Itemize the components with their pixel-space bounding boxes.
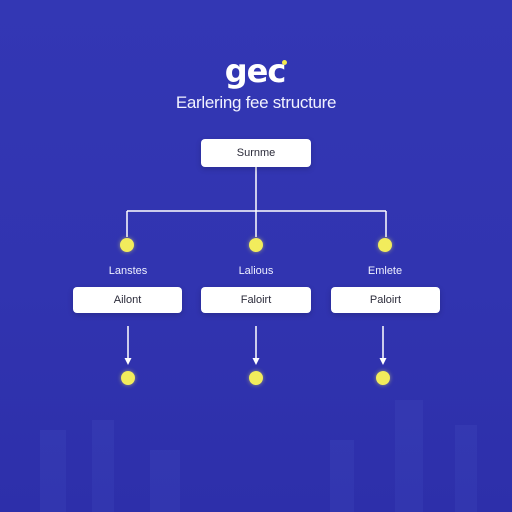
leaf-node-dot-3[interactable] [376,371,390,385]
skyline-block [330,440,354,512]
leaf-node-dot-1[interactable] [121,371,135,385]
root-node-label: Surnme [236,147,276,159]
arrow-head-icon [379,358,387,365]
arrow-head-icon [252,358,260,365]
skyline-block [40,430,66,512]
branch-box-label-2: Faloirt [240,294,272,306]
root-node-box[interactable]: Surnme [201,139,311,167]
branch-node-dot-1[interactable] [120,238,134,252]
skyline-block [395,400,423,512]
branch-box-1[interactable]: Ailont [73,287,182,313]
branch-box-3[interactable]: Paloirt [331,287,440,313]
background-skyline [0,400,512,512]
branch-box-2[interactable]: Faloirt [201,287,311,313]
logo-text: gec [224,52,287,90]
branch-label-1: Lanstes [108,265,148,277]
branch-label-3: Emlete [367,265,403,277]
skyline-block [455,425,477,512]
arrow-head-icon [124,358,132,365]
logo-dot-icon [282,60,288,65]
skyline-block [92,420,114,512]
branch-node-dot-2[interactable] [249,238,263,252]
branch-node-dot-3[interactable] [378,238,392,252]
branch-label-2: Lalious [238,265,274,277]
diagram-subtitle: Earlering fee structure [175,93,337,112]
skyline-block [150,450,180,512]
leaf-node-dot-2[interactable] [249,371,263,385]
branch-box-label-1: Ailont [113,294,142,306]
logo: gec [0,52,512,90]
branch-box-label-3: Paloirt [369,294,402,306]
